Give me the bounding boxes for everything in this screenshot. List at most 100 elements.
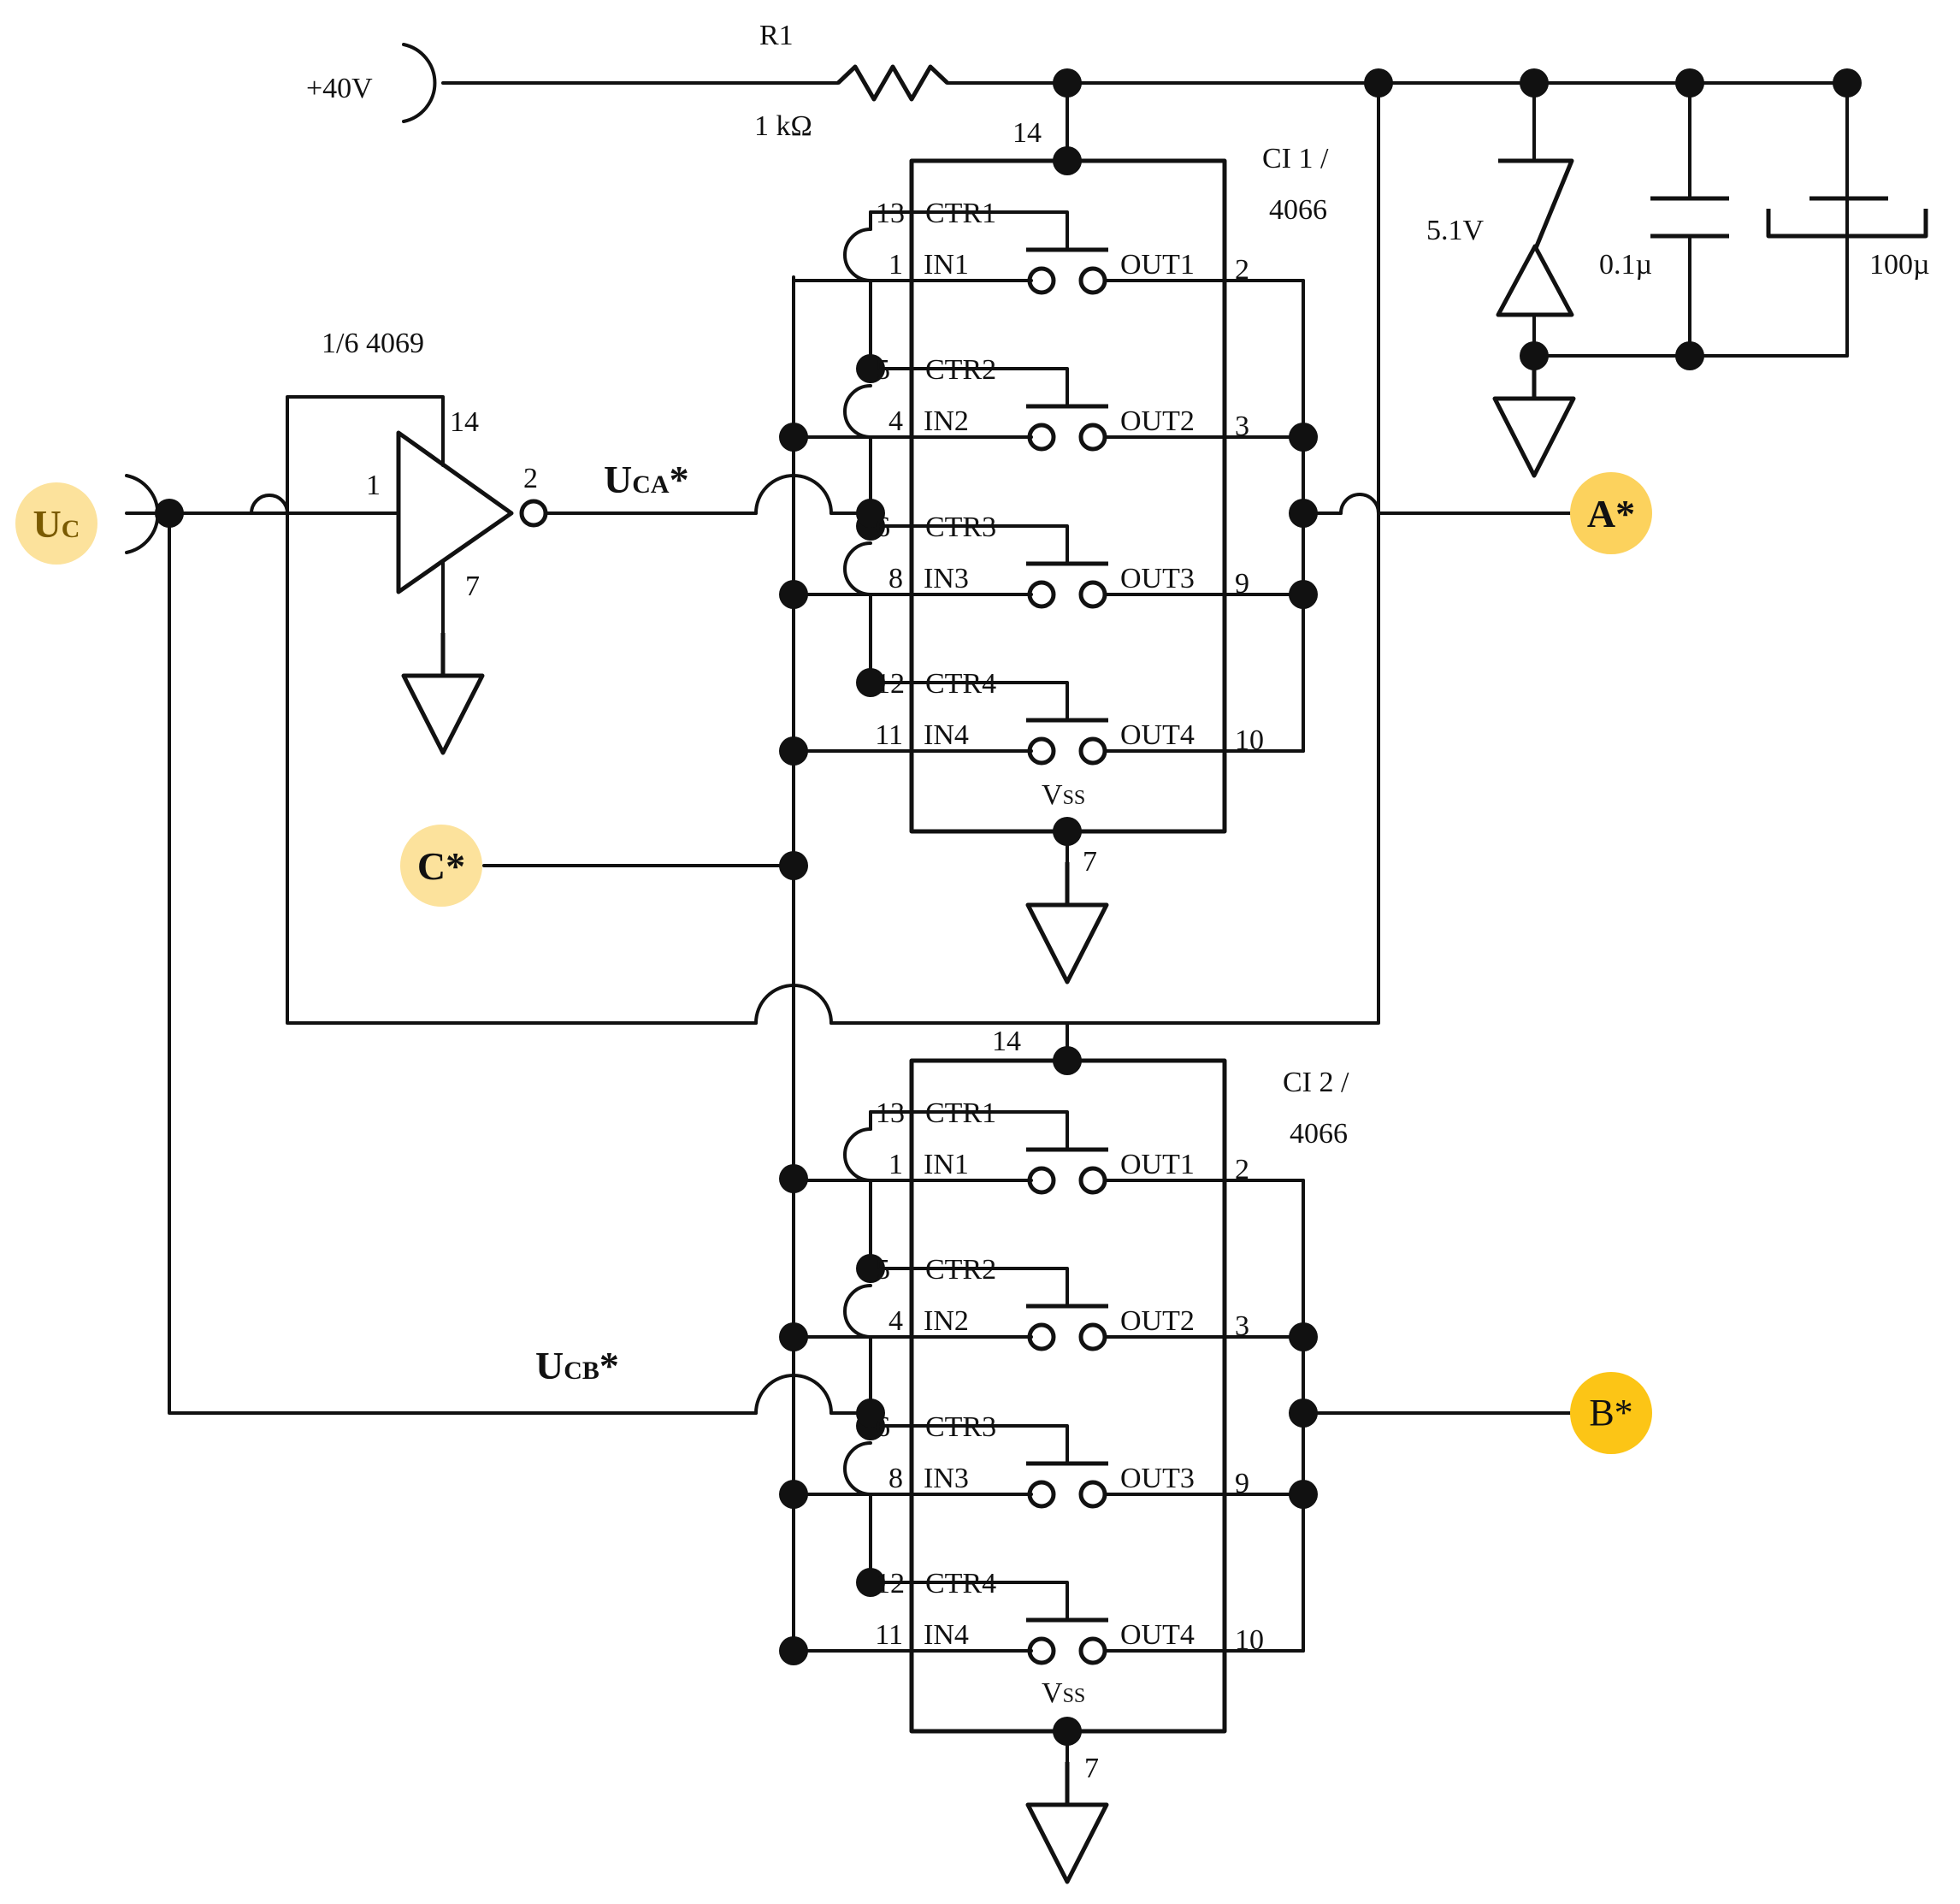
zener-value-label: 5.1V: [1426, 215, 1485, 246]
chip1-ctr-wire: [869, 210, 1069, 251]
chip2-ctr-pin: 6: [876, 1411, 890, 1443]
chip2-ctr-pin: 5: [876, 1254, 890, 1286]
chip2-out-pin: 10: [1235, 1624, 1264, 1656]
chip2-ctr-label: CTR2: [925, 1254, 996, 1286]
chip2-switch-contact-in: [1027, 1322, 1056, 1351]
inverter-supply-wire: [286, 395, 758, 1025]
resistor-value-label: 1 kΩ: [754, 110, 812, 142]
inverter-triangle: [396, 430, 514, 594]
supply-junction-dot: [1364, 68, 1393, 98]
chip2-out-label: OUT4: [1120, 1619, 1195, 1651]
chip1-ctr-label: CTR3: [925, 511, 996, 543]
chip1-ctr-wire: [869, 524, 1069, 565]
chip2-out-label: OUT1: [1120, 1149, 1195, 1180]
chip2-in-label: IN2: [924, 1305, 969, 1337]
chip1-out-label: OUT4: [1120, 719, 1195, 751]
chip2-switch-contact-out: [1078, 1322, 1107, 1351]
chip1-switch-contact-in: [1027, 736, 1056, 766]
chip1-ctr-dot: [856, 354, 885, 383]
chip2-ctr-pin: 12: [876, 1568, 905, 1599]
uc-terminal: [15, 482, 97, 565]
chip1-switch-contact-in: [1027, 266, 1056, 295]
chip2-in-pin: 4: [888, 1305, 903, 1337]
chip1-in-label: IN1: [924, 249, 969, 281]
chip1-vdd-dot: [1053, 146, 1082, 175]
chip2-switch-contact-out: [1078, 1166, 1107, 1195]
chip1-ctr-label: CTR1: [925, 198, 996, 229]
chip2-ctr-wire: [869, 1424, 1069, 1465]
chip2-in-label: IN1: [924, 1149, 969, 1180]
chip2-ctr-wire: [869, 1110, 1069, 1151]
chip1-out-label: OUT3: [1120, 563, 1195, 594]
inverter-ground: [401, 633, 485, 755]
chip2-vss-dot: [1053, 1717, 1082, 1746]
uc-junction-dot: [155, 499, 184, 528]
chip1-name-line1: CI 1 /: [1262, 143, 1329, 174]
chip1-ctr-pin: 12: [876, 668, 905, 700]
c-star-junction-dot: [779, 851, 808, 880]
b-star-terminal: [1570, 1372, 1652, 1454]
components: [396, 64, 1928, 1884]
uc-terminal-label: UC: [33, 502, 80, 546]
supply-junction-dot: [1675, 68, 1704, 98]
chip2-in1-dot: [779, 1164, 808, 1193]
chip1-out-dot: [1289, 423, 1318, 452]
chip2-ctr-label: CTR1: [925, 1097, 996, 1129]
chip2-out-pin: 3: [1235, 1310, 1249, 1342]
junction-dots: [155, 68, 1862, 1746]
chip2-in-label: IN4: [924, 1619, 969, 1651]
c-star-terminal: [400, 825, 482, 907]
resistor-name-label: R1: [759, 20, 794, 51]
chip2-in-dot: [779, 1322, 808, 1351]
chip1-switch-contact-in: [1027, 580, 1056, 609]
chip2-out-junction-dot: [1289, 1398, 1318, 1428]
chip1-vss-dot: [1053, 817, 1082, 846]
chip2-ctr-dot: [856, 1254, 885, 1283]
wires: [125, 43, 1849, 1806]
chip2-ctr-label: CTR4: [925, 1568, 996, 1599]
cap-small-value-label: 0.1µ: [1599, 249, 1652, 281]
zener-cathode: [1498, 158, 1574, 249]
chip1-switch-contact-out: [1078, 736, 1107, 766]
chip1-in-pin: 4: [888, 405, 903, 437]
chip2-ctr-jumper: [843, 1284, 872, 1428]
chip1-ground: [1025, 862, 1109, 985]
chip1-ctr-label: CTR2: [925, 354, 996, 386]
chip1-out-pin: 2: [1235, 254, 1249, 286]
chip2-vss-label: VSS: [1042, 1677, 1085, 1709]
cap-large: [1766, 196, 1928, 239]
chip2-in-pin: 8: [888, 1463, 903, 1494]
supply-junction-dot: [1675, 341, 1704, 370]
supply-connector: [402, 43, 437, 123]
chip2-switch-contact-in: [1027, 1480, 1056, 1509]
chip1-vdd-pin: 14: [1012, 117, 1042, 149]
chip1-ctr-wire: [869, 367, 1069, 408]
chip2-out-pin: 2: [1235, 1154, 1249, 1186]
chip1-out-dot: [1289, 580, 1318, 609]
chip2-name-line2: 4066: [1290, 1118, 1348, 1150]
chip2-in-pin: 11: [875, 1619, 903, 1651]
chip1-in-pin: 1: [888, 249, 903, 281]
chip1-in-dot: [779, 736, 808, 766]
chip2-ctr-wire: [869, 1267, 1069, 1308]
chip1-vss-pin: 7: [1083, 846, 1097, 878]
chip1-out-pin: 9: [1235, 568, 1249, 600]
chip1-ctr-pin: 6: [876, 511, 890, 543]
chip2-vdd-pin: 14: [992, 1026, 1021, 1057]
chip2-ctr-jumper: [843, 1441, 872, 1584]
chip1-ctr-jumper: [843, 541, 872, 684]
cap-small: [1650, 196, 1729, 239]
chip2-switch-contact-out: [1078, 1636, 1107, 1665]
b-star-terminal-label: B*: [1589, 1392, 1632, 1434]
ucb-wire: [168, 511, 758, 1415]
inverter-pin-in: 1: [366, 470, 381, 501]
chip2-in-label: IN3: [924, 1463, 969, 1494]
chip1-in-dot: [779, 423, 808, 452]
chip2-vdd-dot: [1053, 1046, 1082, 1075]
chip1-ctr-label: CTR4: [925, 668, 996, 700]
inverter-pin-vdd: 14: [450, 406, 479, 438]
chip1-in-pin: 8: [888, 563, 903, 594]
chip1-in-label: IN2: [924, 405, 969, 437]
cap-large-value-label: 100µ: [1869, 249, 1930, 281]
